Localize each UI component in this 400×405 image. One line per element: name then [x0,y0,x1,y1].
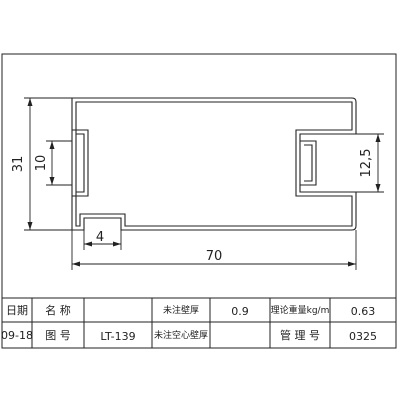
left-tongue [72,129,89,197]
profile-inner-contour [75,101,353,227]
arrow-31-bottom [27,222,33,230]
arrow-31-top [27,98,33,106]
right-slot [300,140,317,186]
arrow-70-right [348,261,356,267]
profile-outer-contour [71,97,357,231]
arrow-12-5-top [375,134,381,142]
tb-date-value: 09-18 [1,329,33,342]
title-block [2,297,396,348]
arrow-4-right [113,241,121,247]
tb-label-hollow: 未注空心壁厚 [154,329,208,341]
tb-label-name: 名 称 [45,303,71,317]
dim-label-12-5: 12,5 [359,149,374,178]
arrow-4-left [84,241,92,247]
dim-label-10: 10 [34,155,49,172]
dimension-arrows [27,98,381,267]
tb-label-mgmt-no: 管 理 号 [280,328,320,342]
dim-label-70: 70 [206,249,223,264]
tb-drawing-no-value: LT-139 [100,330,135,343]
sheet-border [1,53,397,349]
tb-wall-value: 0.9 [231,305,249,318]
tb-label-wall: 未注壁厚 [163,304,199,316]
dimension-lines [24,97,384,270]
tb-label-weight: 理论重量kg/m [271,304,330,316]
tb-label-date: 日期 [6,304,28,317]
dim-label-31: 31 [11,156,26,173]
arrow-12-5-bottom [375,184,381,192]
tb-mgmt-no-value: 0325 [349,330,377,343]
arrow-10-top [49,141,55,149]
left-tongue-inner [76,133,85,193]
arrow-10-bottom [49,177,55,185]
right-slot-inner [304,144,313,182]
arrow-70-left [72,261,80,267]
dim-label-4: 4 [96,230,104,245]
tb-label-drawing-no: 图 号 [45,329,71,342]
aluminum-profile [71,97,357,231]
tb-weight-value: 0.63 [351,305,376,318]
